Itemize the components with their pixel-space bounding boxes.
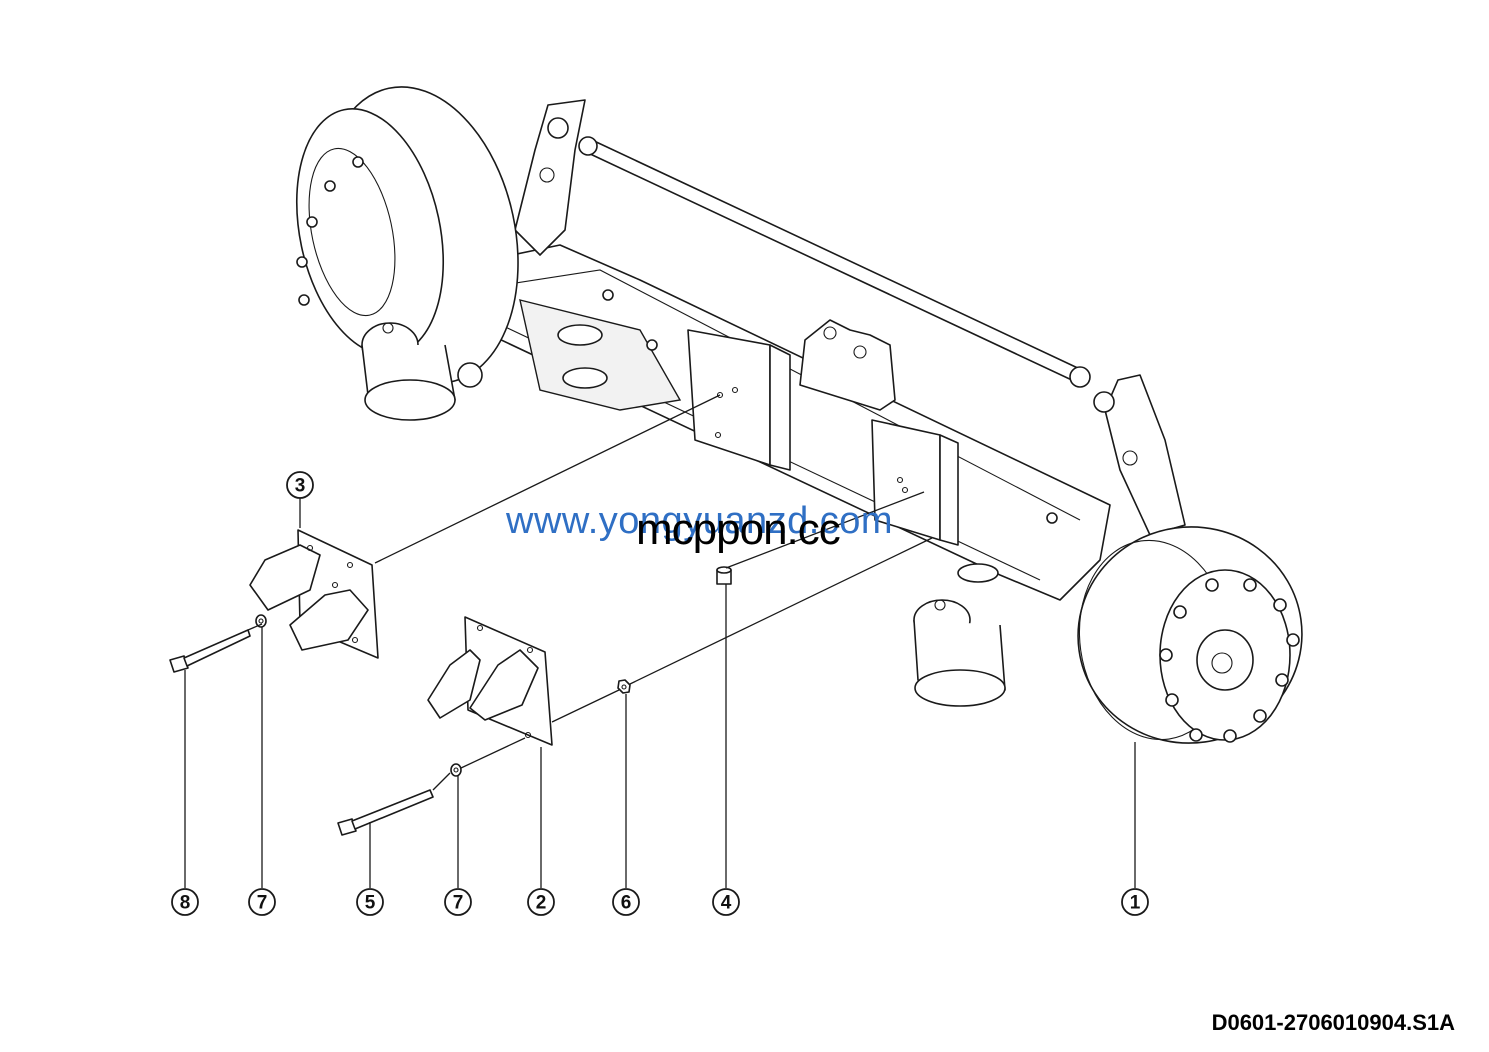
- callout-2-label: 2: [536, 893, 547, 914]
- callout-2: 2: [527, 888, 555, 916]
- leader-lines: [184, 394, 1136, 888]
- washer-part-7-upper: [255, 614, 267, 628]
- bracket-part-2: [427, 616, 553, 746]
- callout-3: 3: [286, 471, 314, 499]
- washer-part-7-lower: [450, 763, 462, 777]
- callout-1-label: 1: [1130, 893, 1141, 914]
- left-steering-arm: [514, 99, 586, 256]
- watermark-black: mcppon.cc: [636, 505, 841, 554]
- callout-7-upper-label: 7: [257, 893, 268, 914]
- callout-7-lower: 7: [444, 888, 472, 916]
- drawing-code: D0601-2706010904.S1A: [1211, 1010, 1455, 1035]
- callout-4: 4: [712, 888, 740, 916]
- right-brake-drum: [1077, 526, 1303, 744]
- callout-8: 8: [171, 888, 199, 916]
- tie-rod: [578, 136, 1091, 388]
- callout-7-lower-label: 7: [453, 893, 464, 914]
- callout-5-label: 5: [365, 893, 376, 914]
- callout-4-label: 4: [721, 893, 732, 914]
- callout-7-upper: 7: [248, 888, 276, 916]
- left-brake-drum: [295, 86, 519, 384]
- right-brake-chamber: [913, 599, 1006, 707]
- bolt-part-5: [337, 789, 434, 836]
- bolt-part-8: [169, 629, 251, 673]
- callout-8-label: 8: [180, 893, 191, 914]
- callout-6: 6: [612, 888, 640, 916]
- bracket-part-3: [249, 529, 379, 659]
- callout-1: 1: [1121, 888, 1149, 916]
- callout-5: 5: [356, 888, 384, 916]
- callout-3-label: 3: [295, 476, 306, 497]
- beam-mount-plates: [687, 319, 959, 546]
- bushing-part-4: [716, 566, 732, 585]
- watermark-blue: www.yongyuanzd.com: [506, 500, 894, 542]
- left-brake-chamber: [361, 322, 483, 421]
- callout-6-label: 6: [621, 893, 632, 914]
- nut-part-6: [617, 679, 631, 694]
